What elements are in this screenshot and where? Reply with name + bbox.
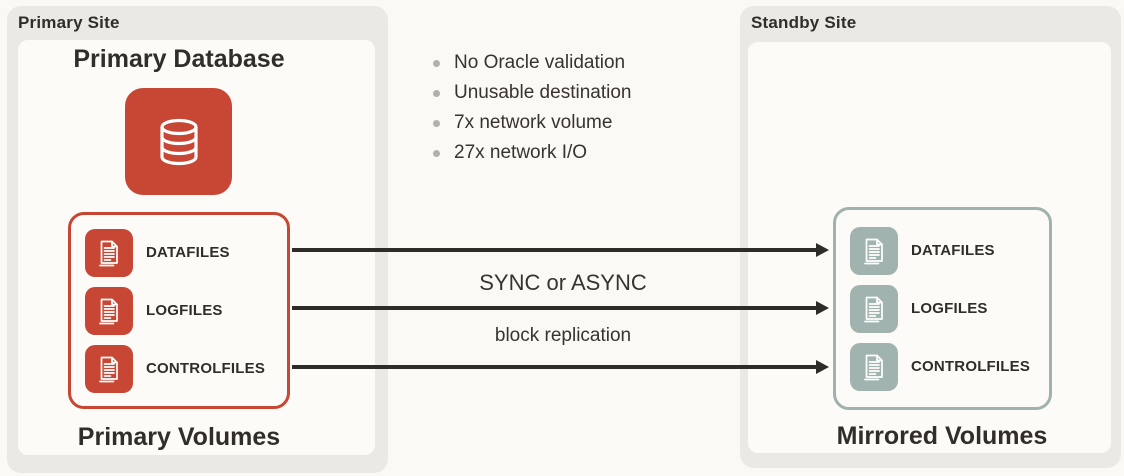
database-icon-glyph	[159, 118, 198, 165]
replication-mode-label: SYNC or ASYNC	[479, 270, 647, 295]
notes-list: No Oracle validation Unusable destinatio…	[433, 48, 631, 168]
primary-database-title: Primary Database	[73, 45, 285, 73]
volume-label: LOGFILES	[911, 300, 988, 317]
volume-label: DATAFILES	[911, 242, 995, 259]
arrow-right-controlfiles	[292, 360, 829, 374]
volume-label: CONTROLFILES	[911, 358, 1031, 375]
database-icon	[125, 88, 232, 195]
note-item: 27x network I/O	[433, 138, 631, 168]
document-icon	[85, 286, 133, 335]
document-icon	[850, 226, 898, 275]
bullet-dot	[433, 59, 440, 67]
primary-volumes-title: Primary Volumes	[77, 423, 281, 451]
bullet-dot	[433, 89, 440, 97]
volume-row-controlfiles: CONTROLFILES	[85, 344, 287, 393]
document-icon	[850, 284, 898, 333]
note-item: 7x network volume	[433, 108, 631, 138]
bullet-dot	[433, 119, 440, 127]
primary-site-panel: Primary Site Primary Database	[7, 6, 388, 473]
note-text: No Oracle validation	[454, 52, 626, 73]
note-text: 7x network volume	[454, 112, 613, 133]
volume-label: LOGFILES	[146, 302, 223, 319]
mirrored-volumes-title: Mirrored Volumes	[836, 422, 1048, 450]
note-text: Unusable destination	[454, 82, 632, 103]
volume-row-controlfiles: CONTROLFILES	[850, 342, 1049, 391]
volume-label: DATAFILES	[146, 244, 230, 261]
standby-site-panel: Standby Site DATAFILES	[740, 6, 1121, 468]
note-item: No Oracle validation	[433, 48, 631, 78]
primary-site-label: Primary Site	[18, 13, 120, 32]
note-item: Unusable destination	[433, 78, 631, 108]
primary-volumes-box: DATAFILES LOGFILES	[68, 212, 290, 409]
document-icon-glyph	[864, 354, 883, 380]
document-icon-glyph	[99, 240, 118, 266]
document-icon-glyph	[864, 296, 883, 322]
document-icon-glyph	[99, 356, 118, 382]
document-icon-glyph	[99, 298, 118, 324]
bullet-dot	[433, 149, 440, 157]
volume-label: CONTROLFILES	[146, 360, 266, 377]
standby-site-label: Standby Site	[751, 13, 857, 32]
arrow-head-icon	[816, 360, 829, 374]
arrow-right-logfiles	[292, 301, 829, 315]
document-icon-glyph	[864, 238, 883, 264]
volume-row-datafiles: DATAFILES	[850, 226, 1049, 275]
primary-site-card: Primary Database	[18, 40, 375, 455]
document-icon	[850, 342, 898, 391]
arrow-head-icon	[816, 301, 829, 315]
standby-site-card: DATAFILES LOGFILES	[748, 42, 1111, 453]
arrow-right-datafiles	[292, 243, 829, 257]
volume-row-datafiles: DATAFILES	[85, 228, 287, 277]
replication-method-label: block replication	[494, 325, 632, 346]
note-text: 27x network I/O	[454, 142, 588, 163]
volume-row-logfiles: LOGFILES	[850, 284, 1049, 333]
volume-row-logfiles: LOGFILES	[85, 286, 287, 335]
document-icon	[85, 344, 133, 393]
mirrored-volumes-box: DATAFILES LOGFILES	[833, 207, 1052, 410]
document-icon	[85, 228, 133, 277]
arrow-head-icon	[816, 243, 829, 257]
